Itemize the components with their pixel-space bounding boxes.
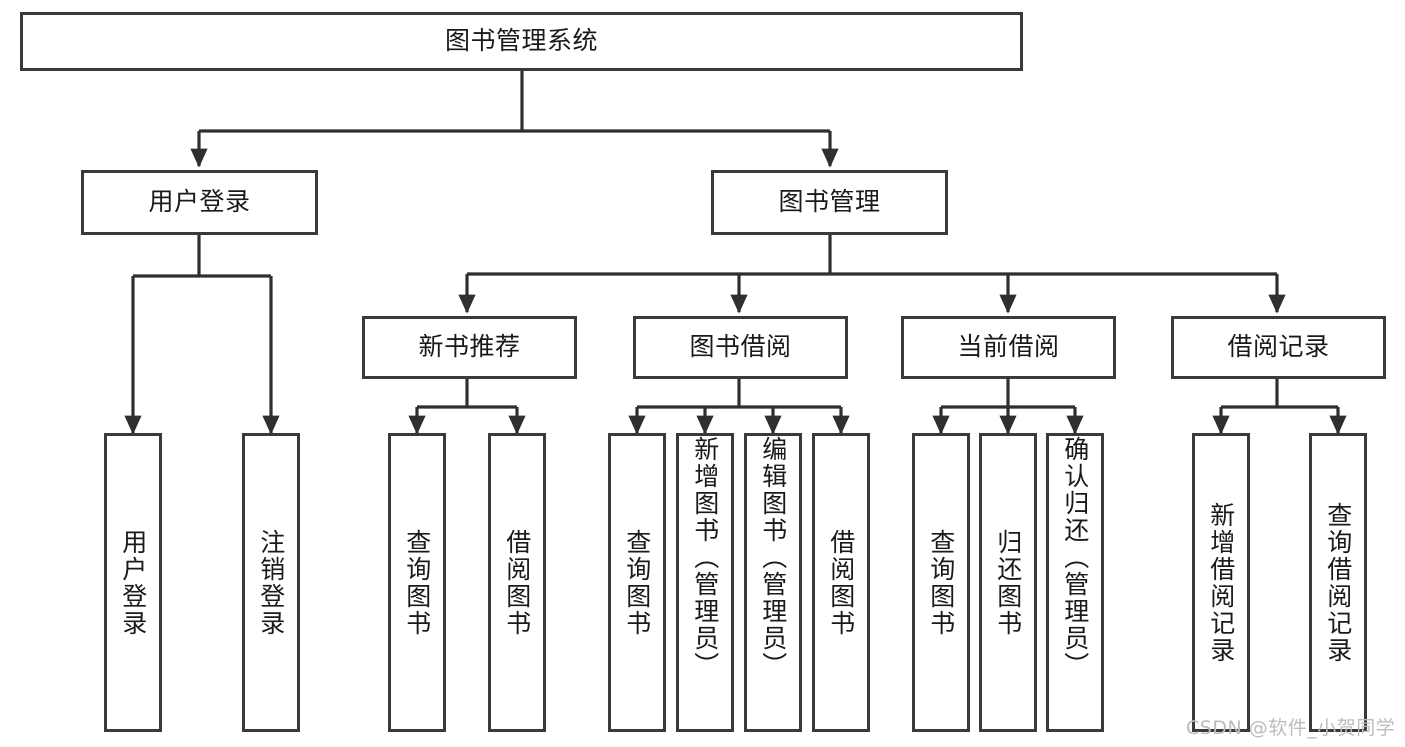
node-leaf-query-book-2[interactable]: 查询图书 (608, 433, 666, 732)
watermark-text: CSDN @软件_小贺同学 (1186, 717, 1396, 739)
node-book-manage[interactable]: 图书管理 (711, 170, 948, 235)
node-leaf-add-record-label: 新增借阅记录 (1206, 501, 1236, 664)
node-leaf-borrow-book-2-label: 借阅图书 (826, 528, 856, 637)
node-root-label: 图书管理系统 (444, 26, 598, 56)
node-leaf-add-book[interactable]: 新增图书（管理员） (676, 433, 734, 732)
node-leaf-query-record[interactable]: 查询借阅记录 (1309, 433, 1367, 732)
node-leaf-query-book-1[interactable]: 查询图书 (388, 433, 446, 732)
node-current-borrow-label: 当前借阅 (957, 332, 1060, 362)
node-user-login-label: 用户登录 (148, 187, 251, 217)
node-leaf-confirm-return[interactable]: 确认归还（管理员） (1046, 433, 1104, 732)
node-user-login[interactable]: 用户登录 (81, 170, 318, 235)
node-book-borrow-label: 图书借阅 (689, 332, 792, 362)
node-leaf-confirm-return-label: 确认归还（管理员） (1060, 436, 1090, 679)
node-leaf-logout-label: 注销登录 (256, 528, 286, 637)
node-leaf-query-record-label: 查询借阅记录 (1323, 501, 1353, 664)
node-leaf-query-book-2-label: 查询图书 (622, 528, 652, 637)
node-leaf-edit-book-label: 编辑图书（管理员） (758, 436, 788, 679)
node-new-book-recommend-label: 新书推荐 (418, 332, 521, 362)
node-leaf-logout[interactable]: 注销登录 (242, 433, 300, 732)
node-leaf-query-book-1-label: 查询图书 (402, 528, 432, 637)
node-current-borrow[interactable]: 当前借阅 (901, 316, 1116, 379)
node-leaf-borrow-book-1[interactable]: 借阅图书 (488, 433, 546, 732)
node-root[interactable]: 图书管理系统 (20, 12, 1023, 71)
node-leaf-return-book[interactable]: 归还图书 (979, 433, 1037, 732)
node-borrow-record[interactable]: 借阅记录 (1171, 316, 1386, 379)
node-borrow-record-label: 借阅记录 (1227, 332, 1330, 362)
node-leaf-borrow-book-1-label: 借阅图书 (502, 528, 532, 637)
node-book-borrow[interactable]: 图书借阅 (633, 316, 848, 379)
node-leaf-edit-book[interactable]: 编辑图书（管理员） (744, 433, 802, 732)
node-leaf-user-login-label: 用户登录 (118, 528, 148, 637)
node-leaf-query-book-3[interactable]: 查询图书 (912, 433, 970, 732)
node-leaf-user-login[interactable]: 用户登录 (104, 433, 162, 732)
node-leaf-add-record[interactable]: 新增借阅记录 (1192, 433, 1250, 732)
node-leaf-add-book-label: 新增图书（管理员） (690, 436, 720, 679)
node-leaf-borrow-book-2[interactable]: 借阅图书 (812, 433, 870, 732)
node-leaf-return-book-label: 归还图书 (993, 528, 1023, 637)
node-leaf-query-book-3-label: 查询图书 (926, 528, 956, 637)
node-book-manage-label: 图书管理 (778, 187, 881, 217)
node-new-book-recommend[interactable]: 新书推荐 (362, 316, 577, 379)
